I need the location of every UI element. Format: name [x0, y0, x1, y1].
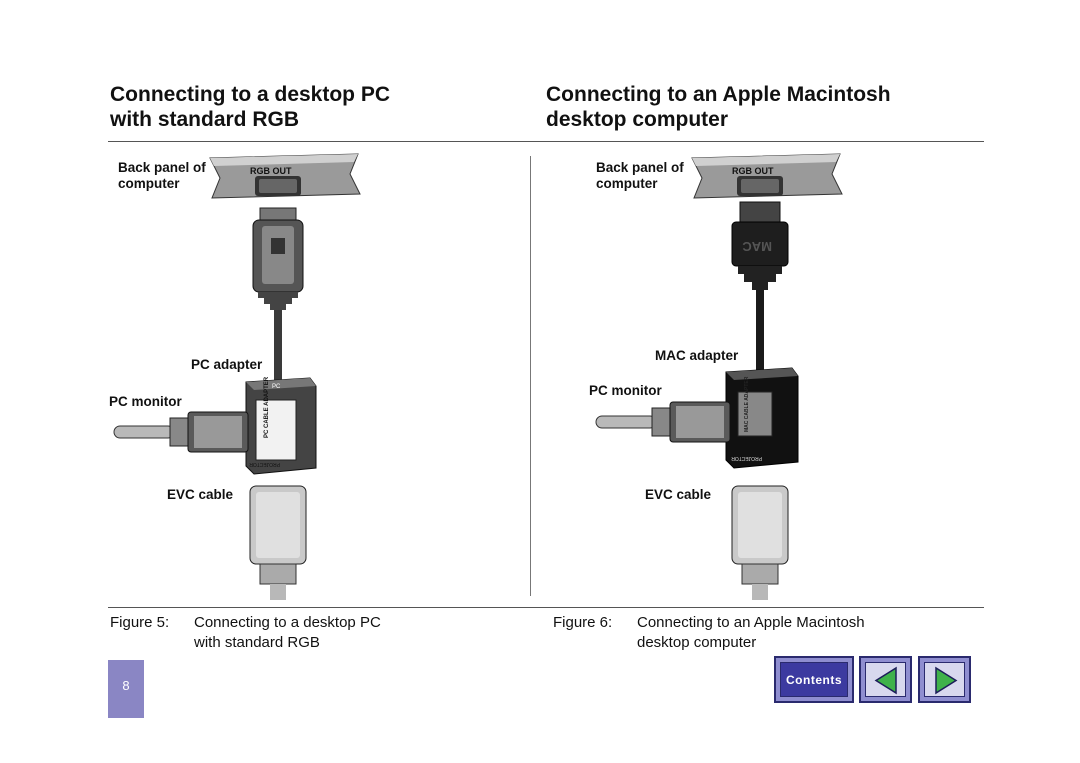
back-panel-illustration: RGB OUT: [209, 153, 361, 199]
mac-logo: MAC: [742, 239, 772, 254]
projector-port-label: PROJECTOR: [249, 461, 280, 467]
back-panel-label: Back panel of computer: [118, 160, 206, 192]
adapter-sticker-text: MAC CABLE ADAPTER: [744, 376, 750, 432]
top-divider: [108, 141, 984, 142]
figure-caption-6: Figure 6: Connecting to an Apple Macinto…: [553, 613, 973, 657]
cable: [756, 290, 764, 372]
section-heading-pc: Connecting to a desktop PC with standard…: [110, 82, 390, 132]
section-heading-mac: Connecting to an Apple Macintosh desktop…: [546, 82, 891, 132]
evc-cable-illustration: [731, 485, 789, 600]
contents-button[interactable]: Contents: [774, 656, 854, 703]
caption-line: Connecting to an Apple Macintosh: [637, 614, 865, 631]
back-panel-label-line: computer: [596, 176, 658, 191]
figure-number: Figure 5:: [110, 614, 170, 631]
rgb-out-label: RGB OUT: [732, 166, 774, 176]
column-divider: [530, 156, 531, 596]
contents-button-label: Contents: [780, 662, 848, 697]
projector-port-label: PROJECTOR: [731, 455, 762, 461]
mac-connector-illustration: MAC: [731, 201, 789, 290]
heading-line: Connecting to an Apple Macintosh: [546, 83, 891, 106]
figure-number: Figure 6:: [553, 614, 613, 631]
next-page-button-face: [924, 662, 965, 697]
previous-page-button-face: [865, 662, 906, 697]
monitor-cable-illustration: [113, 411, 249, 453]
pc-adapter-label: PC adapter: [191, 357, 263, 372]
caption-line: Connecting to a desktop PC: [194, 614, 381, 631]
evc-cable-label: EVC cable: [167, 487, 234, 502]
evc-cable-illustration: [249, 485, 307, 600]
heading-line: with standard RGB: [110, 108, 300, 131]
back-panel-illustration: RGB OUT: [691, 153, 843, 199]
pc-tag: PC: [272, 384, 281, 390]
heading-line: desktop computer: [546, 108, 729, 131]
triangle-left-icon: [874, 666, 897, 695]
pc-monitor-label: PC monitor: [109, 394, 182, 409]
caption-line: with standard RGB: [194, 634, 320, 651]
evc-cable-label: EVC cable: [645, 487, 712, 502]
heading-line: Connecting to a desktop PC: [110, 83, 391, 106]
page-number: 8: [122, 678, 130, 693]
rgb-out-label: RGB OUT: [250, 166, 292, 176]
vga-connector-illustration: [252, 207, 304, 310]
cable: [274, 310, 282, 382]
pc-monitor-label: PC monitor: [589, 383, 662, 398]
mac-connection-figure: RGB OUT MAC MAC CABLE ADAPTER PROJECTOR: [592, 150, 852, 600]
previous-page-button[interactable]: [859, 656, 912, 703]
back-panel-label-line: computer: [118, 176, 180, 191]
mac-adapter-illustration: MAC CABLE ADAPTER PROJECTOR: [725, 367, 799, 469]
bottom-divider: [108, 607, 984, 608]
figure-caption-5: Figure 5: Connecting to a desktop PC wit…: [110, 613, 510, 657]
caption-line: desktop computer: [637, 634, 757, 651]
monitor-cable-illustration: [595, 401, 731, 443]
page-number-tab: 8: [108, 660, 144, 718]
adapter-sticker-text: PC CABLE ADAPTER: [264, 376, 270, 438]
back-panel-label-line: Back panel of: [118, 160, 206, 175]
mac-adapter-label: MAC adapter: [655, 348, 739, 363]
back-panel-label: Back panel of computer: [596, 160, 684, 192]
next-page-button[interactable]: [918, 656, 971, 703]
pc-adapter-illustration: PC PC CABLE ADAPTER PROJECTOR: [245, 376, 317, 475]
pc-connection-figure: RGB OUT PC PC CABLE ADAPTER PROJECTOR: [110, 150, 370, 600]
triangle-right-icon: [935, 666, 958, 695]
back-panel-label-line: Back panel of: [596, 160, 684, 175]
